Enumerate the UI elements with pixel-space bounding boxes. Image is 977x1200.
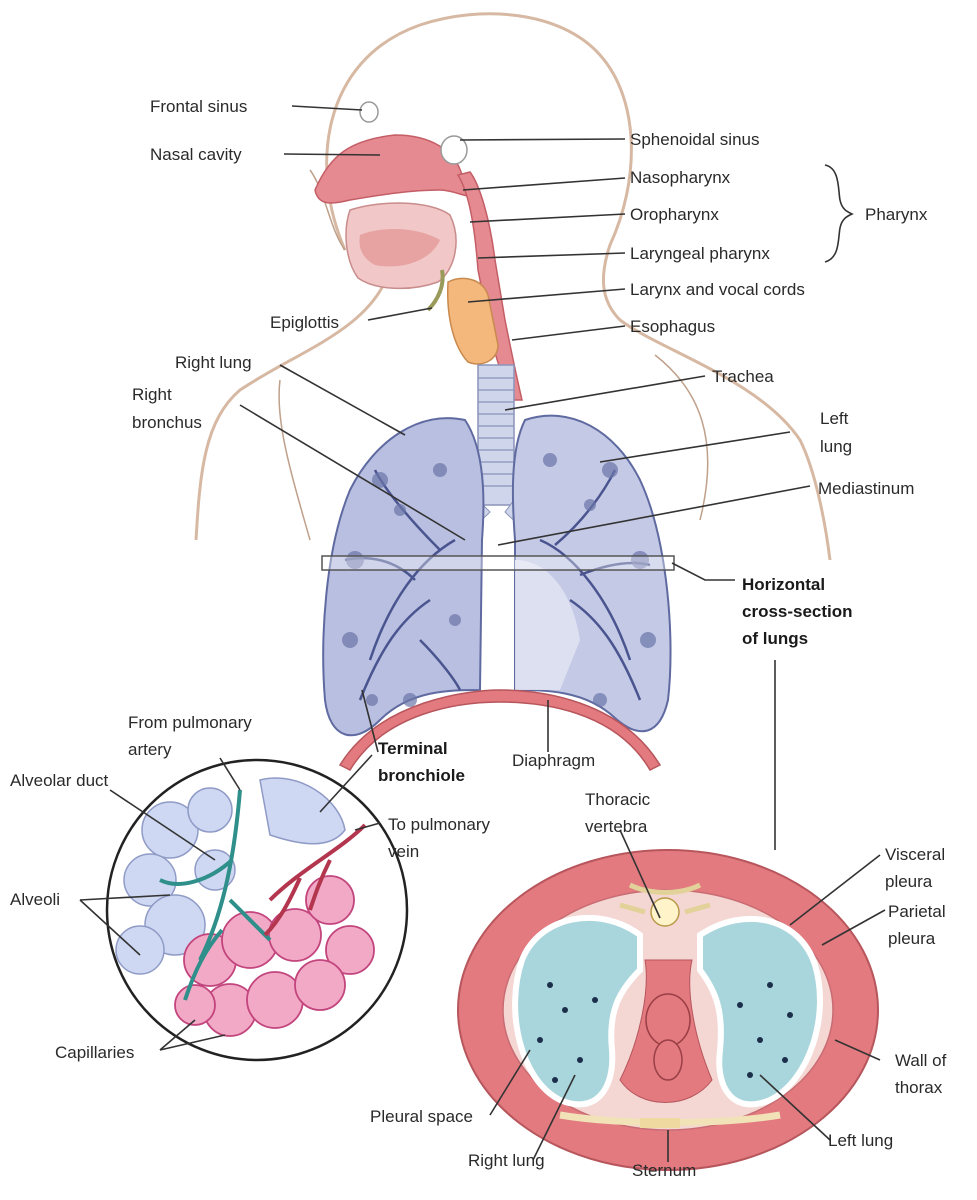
label-alveolar-duct: Alveolar duct: [10, 771, 109, 790]
label-wall-of-thorax-line1: Wall of: [895, 1051, 947, 1070]
label-cross-section-line3: of lungs: [742, 629, 808, 648]
right-lung-shape: [322, 417, 485, 737]
label-cs-left-lung: Left lung: [828, 1131, 893, 1150]
body-outline: [194, 12, 832, 561]
label-cs-right-lung: Right lung: [468, 1151, 545, 1170]
label-nasal-cavity: Nasal cavity: [150, 145, 242, 164]
label-right-bronchus-line1: Right: [132, 385, 172, 404]
label-to-pulmonary-line2: vein: [388, 842, 419, 861]
label-parietal-pleura-line2: pleura: [888, 929, 936, 948]
label-right-bronchus-line2: bronchus: [132, 413, 202, 432]
label-visceral-pleura-line1: Visceral: [885, 845, 945, 864]
label-thoracic-vertebra-line1: Thoracic: [585, 790, 651, 809]
label-cross-section-line2: cross-section: [742, 602, 853, 621]
label-capillaries: Capillaries: [55, 1043, 134, 1062]
label-thoracic-vertebra-line2: vertebra: [585, 817, 648, 836]
label-mediastinum: Mediastinum: [818, 479, 914, 498]
cs-right-lung-shape: [512, 914, 643, 1108]
leader-lines: [79, 105, 886, 1162]
labels: Frontal sinus Nasal cavity Sphenoidal si…: [10, 97, 947, 1180]
label-sternum: Sternum: [632, 1161, 696, 1180]
label-cross-section-line1: Horizontal: [742, 575, 825, 594]
label-nasopharynx: Nasopharynx: [630, 168, 731, 187]
label-oropharynx: Oropharynx: [630, 205, 719, 224]
label-from-pulmonary-line2: artery: [128, 740, 172, 759]
label-pharynx: Pharynx: [865, 205, 928, 224]
label-terminal-bronchiole-line1: Terminal: [378, 739, 448, 758]
sphenoidal-sinus-shape: [440, 135, 468, 165]
label-pleural-space: Pleural space: [370, 1107, 473, 1126]
label-larynx: Larynx and vocal cords: [630, 280, 805, 299]
label-from-pulmonary-line1: From pulmonary: [128, 713, 252, 732]
label-visceral-pleura-line2: pleura: [885, 872, 933, 891]
label-wall-of-thorax-line2: thorax: [895, 1078, 943, 1097]
label-diaphragm: Diaphragm: [512, 751, 595, 770]
left-lung-shape: [511, 414, 672, 733]
label-left-lung-line2: lung: [820, 437, 852, 456]
label-trachea: Trachea: [712, 367, 774, 386]
label-alveoli: Alveoli: [10, 890, 60, 909]
thorax-cross-section: [457, 849, 879, 1171]
label-frontal-sinus: Frontal sinus: [150, 97, 247, 116]
label-laryngeal-pharynx: Laryngeal pharynx: [630, 244, 770, 263]
label-left-lung-line1: Left: [820, 409, 849, 428]
diaphragm-shape: [338, 689, 662, 771]
label-sphenoidal-sinus: Sphenoidal sinus: [630, 130, 759, 149]
label-esophagus: Esophagus: [630, 317, 715, 336]
label-terminal-bronchiole-line2: bronchiole: [378, 766, 465, 785]
epiglottis-shape: [426, 269, 445, 312]
head-airway: [314, 101, 523, 401]
cs-left-lung-shape: [697, 915, 823, 1108]
label-to-pulmonary-line1: To pulmonary: [388, 815, 491, 834]
label-parietal-pleura-line1: Parietal: [888, 902, 946, 921]
label-epiglottis: Epiglottis: [270, 313, 339, 332]
label-right-lung: Right lung: [175, 353, 252, 372]
cross-section-plane: [321, 555, 675, 571]
frontal-sinus-shape: [359, 101, 379, 123]
alveoli-magnified-view: [105, 758, 409, 1062]
